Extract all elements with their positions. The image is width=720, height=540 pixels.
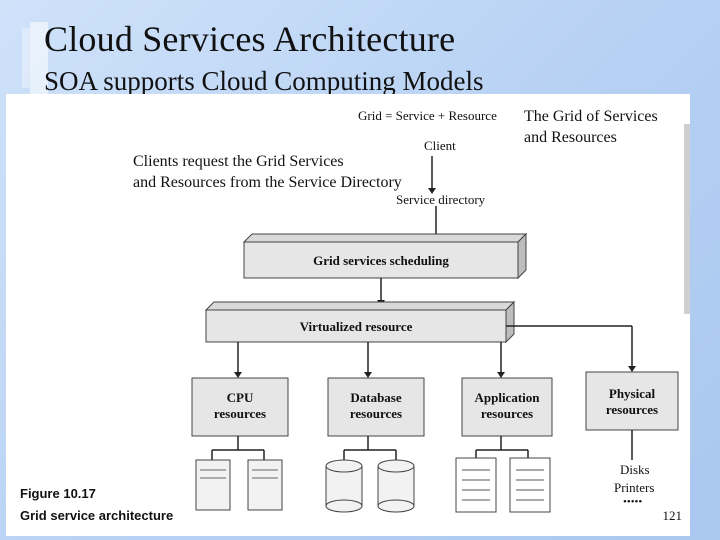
- grid-callout: The Grid of Services and Resources: [524, 108, 658, 146]
- page-number: 121: [662, 508, 683, 523]
- more-devices-dots: •••••: [623, 496, 643, 508]
- slide-subtitle: SOA supports Cloud Computing Models: [44, 66, 484, 96]
- figure-number: Figure 10.17: [20, 486, 96, 501]
- cpu-resources-box: [191, 377, 289, 437]
- virtualized-box: [205, 309, 507, 343]
- clients-callout: Clients request the Grid Services and Re…: [133, 153, 402, 191]
- scheduling-label: Grid services scheduling: [313, 253, 449, 268]
- service-directory-label: Service directory: [396, 192, 486, 207]
- application-resources-box: [461, 377, 553, 437]
- application-document-icon: [455, 457, 497, 513]
- physical-resources-box: [585, 371, 679, 431]
- virtualized-box-top: [204, 301, 516, 311]
- scheduling-box: [243, 241, 519, 279]
- figure-panel: Grid = Service + Resource Client Service…: [6, 94, 690, 536]
- figure-edge: [684, 124, 690, 314]
- printers-label: Printers: [614, 480, 655, 495]
- cpu-tower-icon: [195, 459, 231, 511]
- database-cylinder-icon: [377, 459, 415, 513]
- client-arrow-head: [428, 188, 436, 194]
- virtualized-label: Virtualized resource: [299, 319, 413, 334]
- application-document-icon: [509, 457, 551, 513]
- client-label: Client: [424, 138, 456, 153]
- figure-caption: Grid service architecture: [20, 508, 174, 523]
- grid-formula: Grid = Service + Resource: [358, 108, 497, 123]
- scheduling-box-side: [517, 232, 527, 280]
- grid-architecture-diagram: [191, 156, 679, 513]
- slide-title: Cloud Services Architecture: [44, 19, 456, 59]
- disks-label: Disks: [620, 462, 650, 477]
- database-cylinder-icon: [325, 459, 363, 513]
- cpu-tower-icon: [247, 459, 283, 511]
- database-resources-box: [327, 377, 425, 437]
- scheduling-box-top: [242, 233, 528, 243]
